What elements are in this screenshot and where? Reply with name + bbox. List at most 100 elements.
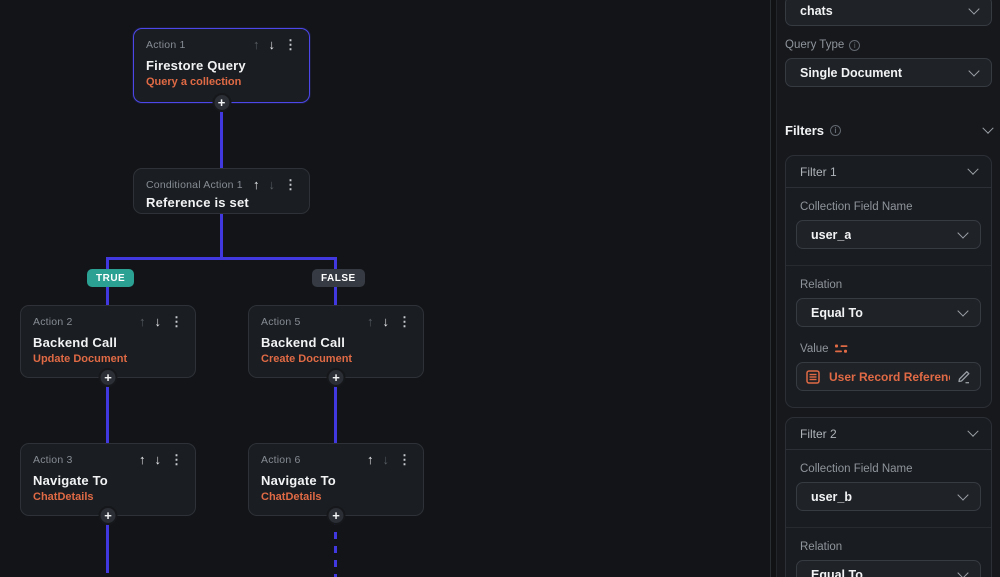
move-up-icon[interactable]: ↑ xyxy=(253,37,260,52)
connector-line xyxy=(106,518,109,573)
move-up-icon[interactable]: ↑ xyxy=(367,452,374,467)
filter-2-card: Filter 2 Collection Field Name user_b Re… xyxy=(785,417,992,577)
node-header-label: Action 2 xyxy=(33,315,73,328)
node-subtitle: ChatDetails xyxy=(261,491,322,503)
chevron-down-icon xyxy=(957,304,969,317)
add-action-button[interactable]: + xyxy=(326,506,346,525)
set-from-variable-icon[interactable] xyxy=(834,343,848,355)
move-down-icon[interactable]: ↓ xyxy=(154,314,162,329)
relation-label: Relation xyxy=(800,279,843,291)
action-node-1-firestore-query[interactable]: Action 1 ↑ ↓ ⋮ Firestore Query Query a c… xyxy=(133,28,310,112)
move-up-icon[interactable]: ↑ xyxy=(367,314,374,329)
node-subtitle: Update Document xyxy=(33,353,128,365)
filter-2-header[interactable]: Filter 2 xyxy=(786,418,991,450)
query-type-value: Single Document xyxy=(800,65,903,80)
add-action-button[interactable]: + xyxy=(98,368,118,387)
connector-line xyxy=(220,214,223,260)
filter-value-field[interactable]: User Record Reference xyxy=(796,362,981,391)
move-down-icon[interactable]: ↓ xyxy=(382,314,390,329)
false-branch-badge: FALSE xyxy=(312,269,365,287)
relation-label: Relation xyxy=(800,541,843,553)
query-type-dropdown[interactable]: Single Document xyxy=(785,58,992,87)
chevron-down-icon xyxy=(957,566,969,577)
value-label: Value xyxy=(800,343,981,355)
connector-line-dashed xyxy=(334,518,337,577)
chevron-down-icon xyxy=(967,163,979,175)
chevron-down-icon xyxy=(968,3,980,15)
move-down-icon[interactable]: ↓ xyxy=(382,452,390,467)
more-options-icon[interactable]: ⋮ xyxy=(398,314,411,329)
add-action-button[interactable]: + xyxy=(212,93,231,112)
collection-field-name-dropdown[interactable]: user_a xyxy=(796,220,981,249)
move-down-icon[interactable]: ↓ xyxy=(268,37,276,52)
node-header-label: Conditional Action 1 xyxy=(146,178,243,191)
node-header-label: Action 1 xyxy=(146,38,186,51)
more-options-icon[interactable]: ⋮ xyxy=(170,452,183,467)
action-node-5-backend-call[interactable]: Action 5 ↑ ↓ ⋮ Backend Call Create Docum… xyxy=(248,305,424,387)
filter-1-header[interactable]: Filter 1 xyxy=(786,156,991,188)
node-header-label: Action 3 xyxy=(33,453,73,466)
relation-dropdown[interactable]: Equal To xyxy=(796,298,981,327)
more-options-icon[interactable]: ⋮ xyxy=(398,452,411,467)
add-action-button[interactable]: + xyxy=(326,368,346,387)
filter-title: Filter 1 xyxy=(800,164,837,179)
chevron-down-icon xyxy=(957,226,969,239)
info-icon[interactable]: i xyxy=(849,39,861,51)
connector-line xyxy=(220,100,223,168)
move-up-icon[interactable]: ↑ xyxy=(253,177,260,192)
chevron-down-icon xyxy=(982,122,994,134)
true-branch-badge: TRUE xyxy=(87,269,135,287)
move-up-icon[interactable]: ↑ xyxy=(139,314,146,329)
connector-line xyxy=(334,378,337,443)
conditional-action-node-1[interactable]: Conditional Action 1 ↑ ↓ ⋮ Reference is … xyxy=(133,168,310,214)
connector-line xyxy=(106,257,337,260)
record-list-icon xyxy=(805,369,821,385)
collection-dropdown-value: chats xyxy=(800,4,833,18)
node-subtitle: ChatDetails xyxy=(33,491,94,503)
action-node-3-navigate-to[interactable]: Action 3 ↑ ↓ ⋮ Navigate To ChatDetails + xyxy=(20,443,196,525)
collection-dropdown[interactable]: chats xyxy=(785,0,992,26)
connector-line xyxy=(106,378,109,443)
more-options-icon[interactable]: ⋮ xyxy=(284,177,297,192)
relation-value: Equal To xyxy=(811,305,863,320)
collection-field-name-dropdown[interactable]: user_b xyxy=(796,482,981,511)
field-value: user_a xyxy=(811,227,852,242)
node-header-label: Action 5 xyxy=(261,315,301,328)
node-subtitle: Query a collection xyxy=(146,76,242,88)
action-node-6-navigate-to[interactable]: Action 6 ↑ ↓ ⋮ Navigate To ChatDetails + xyxy=(248,443,424,525)
relation-dropdown[interactable]: Equal To xyxy=(796,560,981,577)
action-flow-canvas[interactable]: TRUE FALSE Action 1 ↑ ↓ ⋮ Firestore Quer… xyxy=(0,0,770,577)
node-title: Reference is set xyxy=(146,195,249,210)
field-value: user_b xyxy=(811,489,852,504)
action-node-2-backend-call[interactable]: Action 2 ↑ ↓ ⋮ Backend Call Update Docum… xyxy=(20,305,196,387)
filter-title: Filter 2 xyxy=(800,426,837,441)
filter-value-text: User Record Reference xyxy=(829,369,950,384)
add-action-button[interactable]: + xyxy=(98,506,118,525)
node-title: Backend Call xyxy=(261,335,346,350)
collection-field-name-label: Collection Field Name xyxy=(800,463,913,475)
node-title: Firestore Query xyxy=(146,58,246,73)
panel-divider xyxy=(770,0,771,577)
node-header-label: Action 6 xyxy=(261,453,301,466)
more-options-icon[interactable]: ⋮ xyxy=(284,37,297,52)
node-title: Navigate To xyxy=(33,473,108,488)
collection-field-name-label: Collection Field Name xyxy=(800,201,913,213)
chevron-down-icon xyxy=(968,64,980,77)
node-title: Backend Call xyxy=(33,335,118,350)
info-icon[interactable]: i xyxy=(830,125,842,136)
move-down-icon[interactable]: ↓ xyxy=(268,177,276,192)
chevron-down-icon xyxy=(957,488,969,501)
filter-1-card: Filter 1 Collection Field Name user_a Re… xyxy=(785,155,992,408)
more-options-icon[interactable]: ⋮ xyxy=(170,314,183,329)
move-down-icon[interactable]: ↓ xyxy=(154,452,162,467)
edit-pencil-icon[interactable] xyxy=(956,369,971,384)
node-title: Navigate To xyxy=(261,473,336,488)
relation-value: Equal To xyxy=(811,567,863,577)
chevron-down-icon xyxy=(967,425,979,437)
move-up-icon[interactable]: ↑ xyxy=(139,452,146,467)
